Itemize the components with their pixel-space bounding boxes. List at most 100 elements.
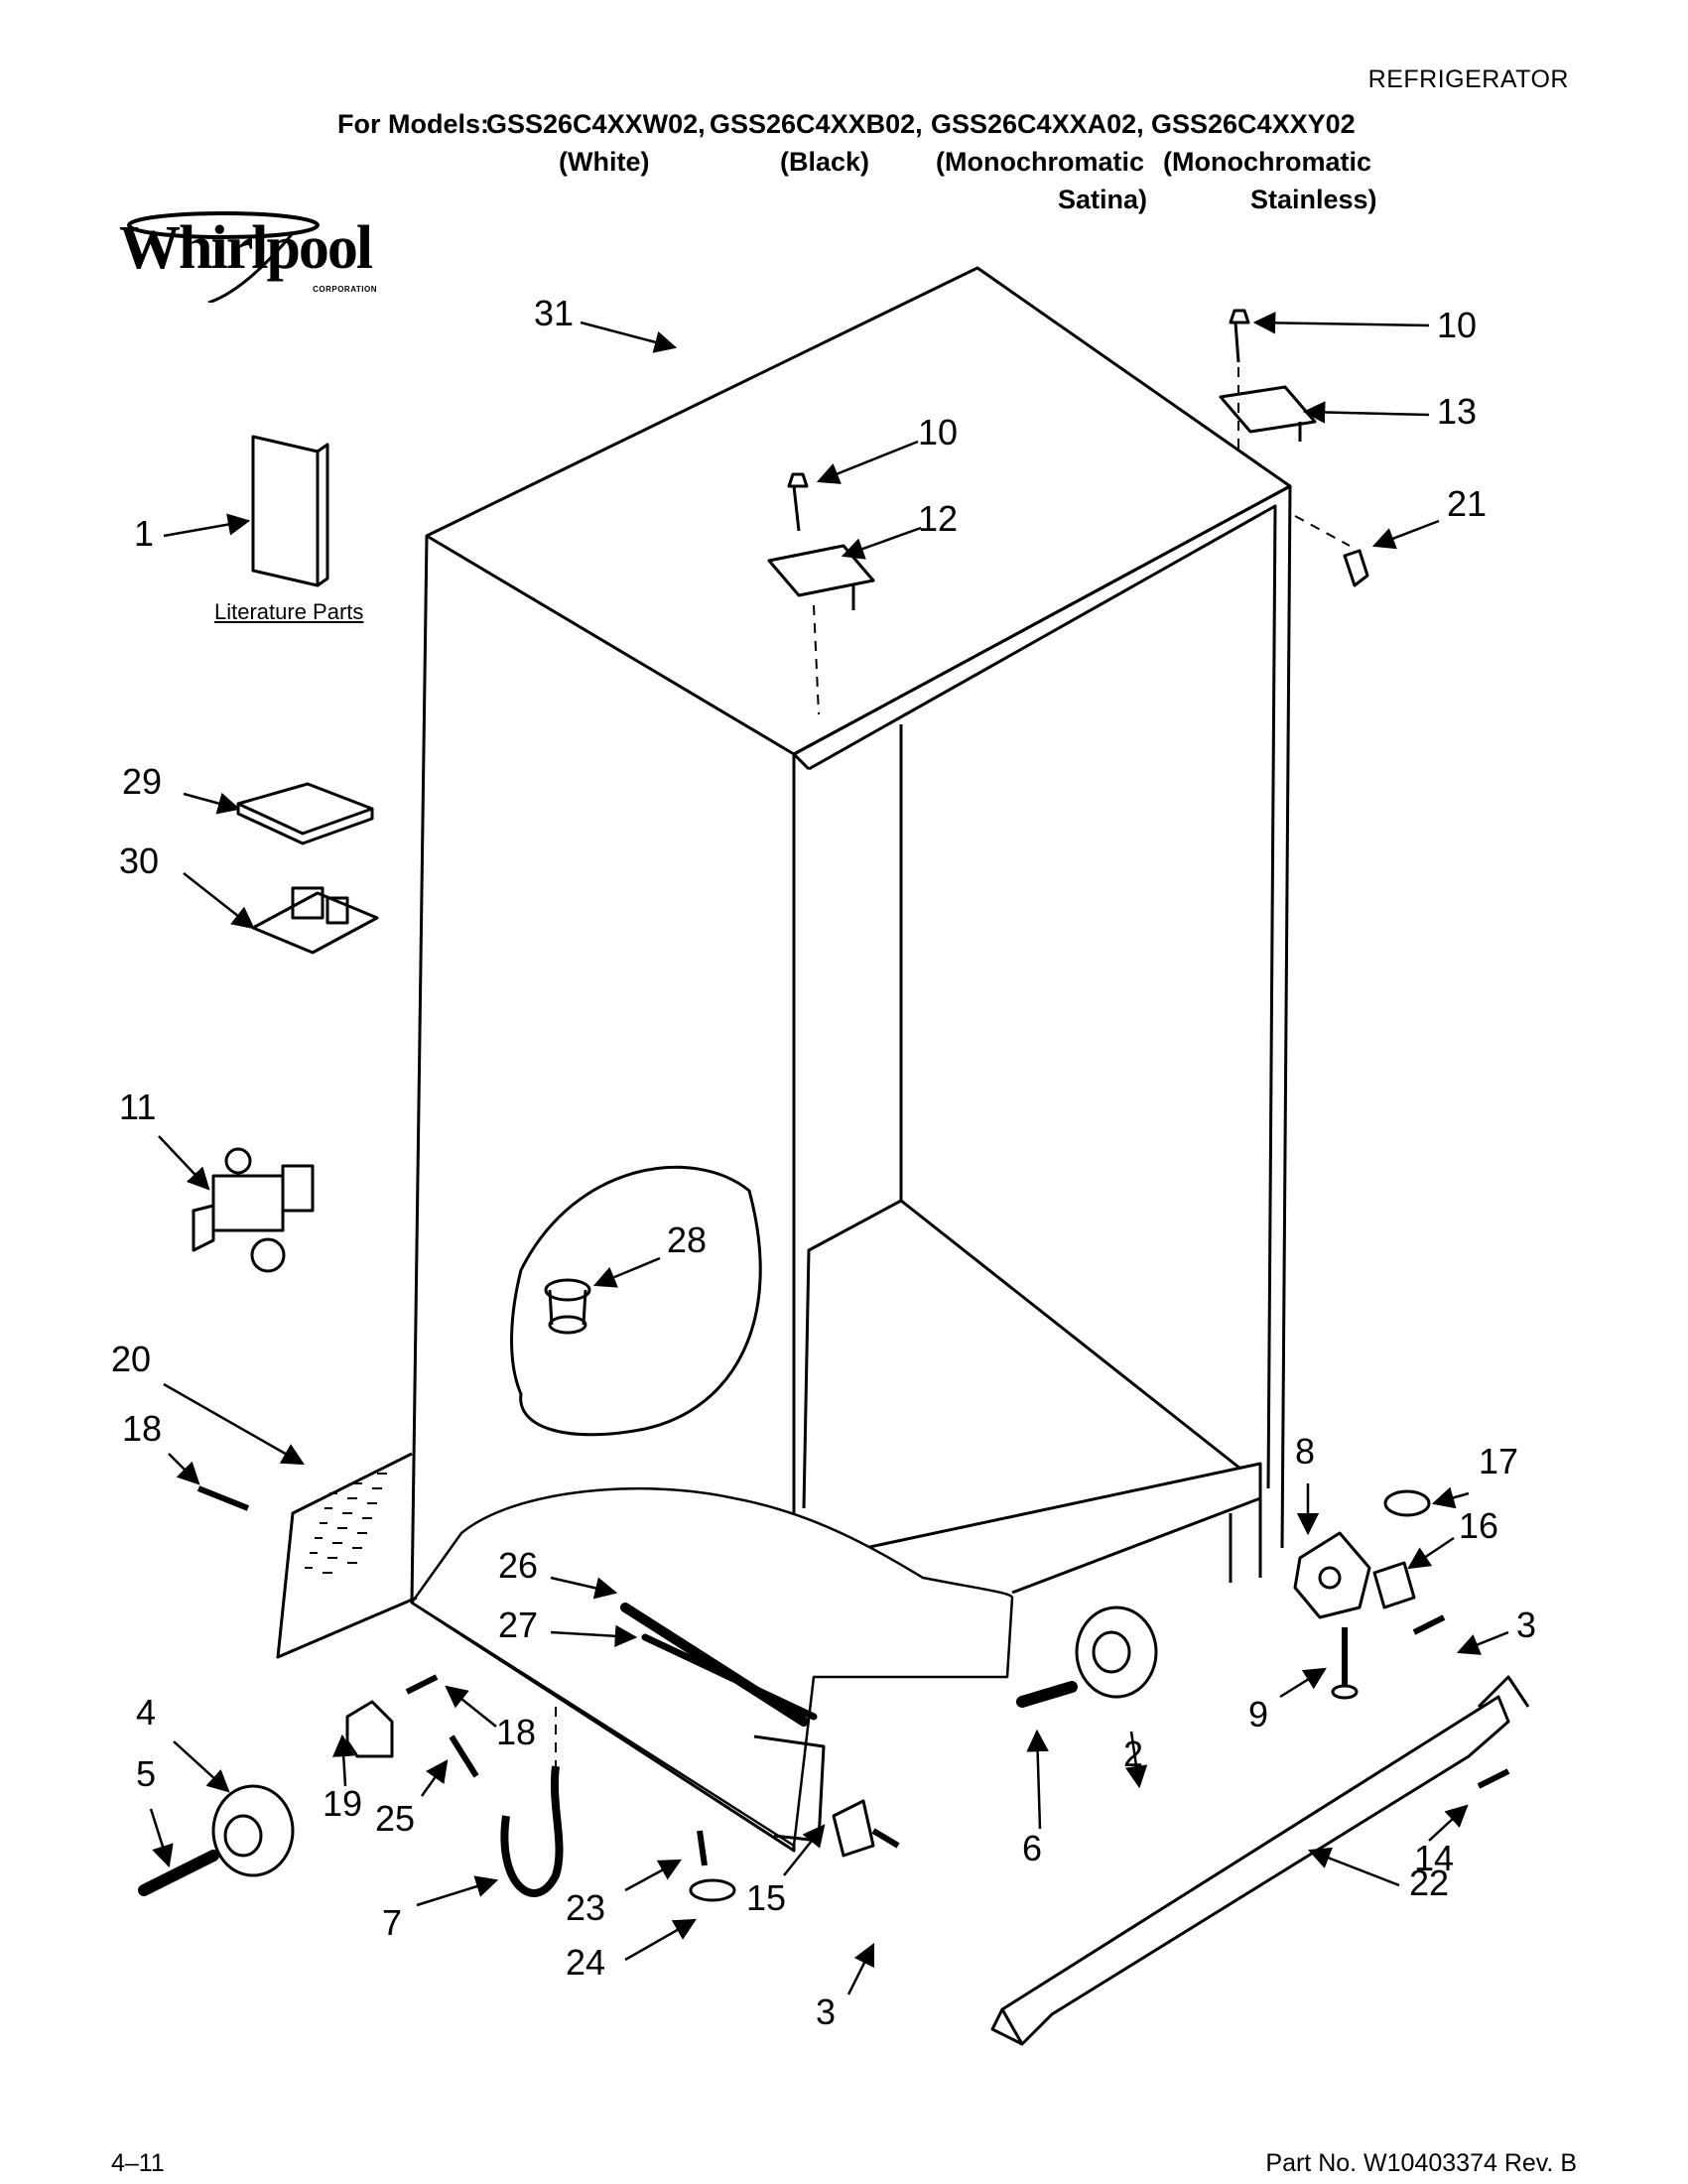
- callout-11: 11: [119, 1087, 157, 1127]
- logo-corporation: CORPORATION: [313, 285, 377, 294]
- leader-22: [1307, 1847, 1400, 1887]
- callout-22: 22: [1409, 1863, 1450, 1903]
- callout-6: 6: [1022, 1828, 1043, 1868]
- leader-3a: [1456, 1630, 1509, 1655]
- leader-13: [1302, 401, 1430, 424]
- leader-28: [592, 1256, 661, 1288]
- callout-3b: 3: [816, 1991, 837, 2032]
- leader-2: [1124, 1731, 1148, 1789]
- finish-1: (White): [559, 147, 650, 177]
- tube-27: [641, 1633, 818, 1721]
- screw-3b: [1412, 1614, 1446, 1635]
- leader-1: [163, 513, 251, 538]
- leader-15: [783, 1824, 826, 1876]
- bracket-19: [345, 1700, 394, 1758]
- bracket-8: [1293, 1531, 1371, 1619]
- leader-18a: [168, 1453, 200, 1485]
- screw-18a: [196, 1485, 250, 1511]
- callout-10a: 10: [918, 412, 959, 452]
- callout-21: 21: [1447, 483, 1488, 524]
- screw-3a: [871, 1828, 900, 1849]
- logo-swirl-icon: [127, 211, 320, 303]
- finish-2: (Black): [780, 147, 870, 177]
- callout-20: 20: [111, 1339, 152, 1379]
- callout-9: 9: [1248, 1694, 1269, 1734]
- model-code-4: GSS26C4XXY02: [1151, 109, 1356, 139]
- leader-21: [1371, 519, 1440, 550]
- callout-19: 19: [323, 1783, 363, 1824]
- category-label: REFRIGERATOR: [1367, 65, 1569, 93]
- callout-5: 5: [136, 1753, 157, 1794]
- logo-wordmark: Whirlpool: [119, 214, 373, 282]
- leader-5: [149, 1808, 174, 1868]
- callout-15: 15: [746, 1877, 787, 1918]
- callout-25: 25: [375, 1798, 416, 1839]
- callout-27: 27: [498, 1605, 539, 1645]
- leader-24: [624, 1918, 697, 1962]
- callout-12: 12: [918, 498, 959, 539]
- leader-10a: [816, 440, 919, 484]
- leader-12: [841, 526, 922, 560]
- leader-4: [173, 1740, 230, 1793]
- leader-27: [550, 1624, 638, 1648]
- callout-31: 31: [534, 293, 575, 333]
- literature-booklet: [251, 435, 320, 587]
- leader-29: [183, 792, 241, 815]
- cam-17: [1383, 1489, 1431, 1517]
- bracket-15: [832, 1799, 875, 1858]
- callout-23: 23: [566, 1887, 606, 1928]
- leader-6: [1026, 1729, 1049, 1830]
- whirlpool-logo: Whirlpool CORPORATION: [119, 203, 377, 303]
- leader-26: [550, 1576, 618, 1600]
- leader-19: [331, 1734, 355, 1787]
- washer-24: [689, 1878, 736, 1902]
- cabinet-shell: [410, 266, 1292, 1853]
- callout-1: 1: [134, 513, 155, 554]
- roller-2: [1075, 1606, 1158, 1699]
- callout-10b: 10: [1437, 305, 1478, 345]
- screw-25: [449, 1734, 479, 1778]
- leader-23: [624, 1859, 682, 1892]
- leader-18b: [445, 1685, 497, 1728]
- cutaway-area-28: [510, 1165, 762, 1437]
- callout-18b: 18: [496, 1712, 537, 1752]
- finish-4b: Stainless): [1250, 185, 1377, 214]
- leader-9: [1279, 1667, 1327, 1699]
- finish-3b: Satina): [1058, 185, 1148, 214]
- screw-18b: [405, 1674, 439, 1695]
- tube-26: [620, 1603, 809, 1727]
- callout-17: 17: [1479, 1441, 1519, 1481]
- leader-10b: [1252, 312, 1430, 334]
- model-code-2: GSS26C4XXB02,: [710, 109, 923, 139]
- callout-28: 28: [667, 1220, 708, 1260]
- callout-4: 4: [136, 1692, 157, 1733]
- callout-26: 26: [498, 1545, 539, 1586]
- model-code-1: GSS26C4XXW02,: [486, 109, 706, 139]
- page-number: 4–11: [111, 2149, 165, 2177]
- water-valve: [192, 1147, 315, 1273]
- leader-20: [163, 1382, 305, 1466]
- callout-7: 7: [382, 1902, 403, 1943]
- control-board: [251, 891, 379, 955]
- rear-grille-panel: [276, 1452, 418, 1659]
- model-code-3: GSS26C4XXA02,: [931, 109, 1144, 139]
- callout-16: 16: [1459, 1505, 1499, 1546]
- screw-10a: [787, 472, 809, 532]
- leader-25: [420, 1759, 449, 1797]
- axle-6: [1016, 1681, 1078, 1708]
- leader-31: [580, 321, 678, 353]
- grommet-28: [544, 1278, 591, 1302]
- callout-3a: 3: [1516, 1605, 1537, 1645]
- finish-4: (Monochromatic: [1163, 147, 1372, 177]
- leader-3b: [846, 1942, 875, 1995]
- callout-30: 30: [119, 840, 160, 881]
- literature-parts-label: Literature Parts: [214, 599, 364, 624]
- leader-7: [416, 1875, 499, 1907]
- callout-24: 24: [566, 1942, 606, 1983]
- finish-3: (Monochromatic: [936, 147, 1145, 177]
- bracket-16: [1372, 1561, 1416, 1609]
- leader-11: [158, 1135, 210, 1191]
- leader-17: [1431, 1486, 1470, 1509]
- callout-2: 2: [1123, 1734, 1144, 1774]
